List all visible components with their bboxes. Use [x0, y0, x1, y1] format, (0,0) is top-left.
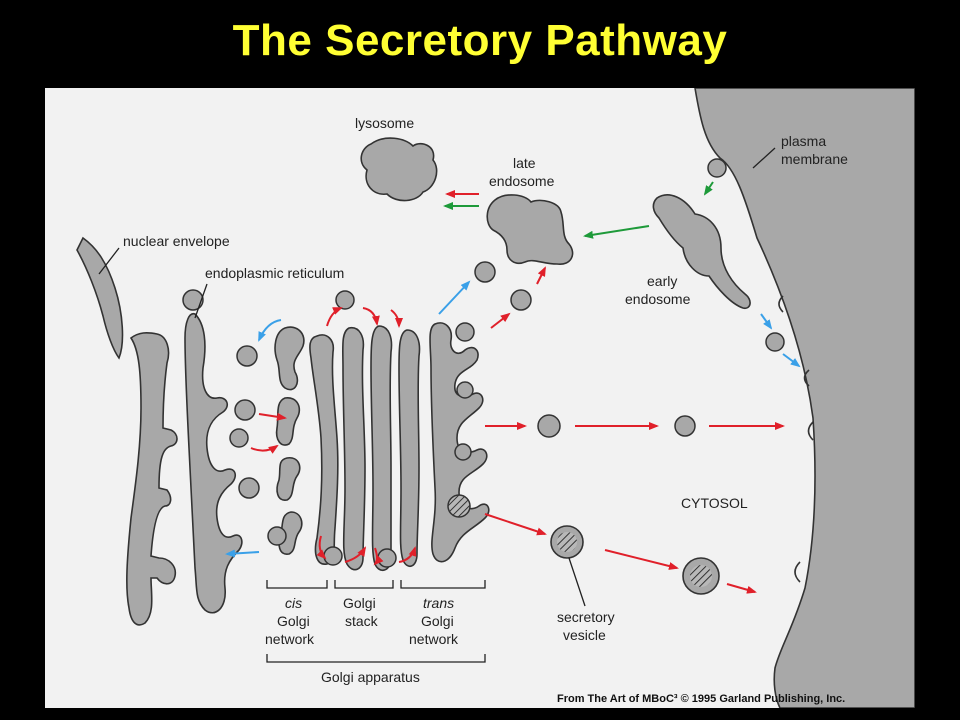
label-late-endosome-2: endosome [489, 173, 555, 189]
leader-er [194, 283, 208, 319]
credit-line: From The Art of MBoC³ © 1995 Garland Pub… [557, 693, 845, 705]
constitutive-vesicle-1 [537, 414, 561, 438]
label-stack-1: Golgi [343, 595, 376, 611]
arrow-golgi-bottom-3 [373, 547, 384, 566]
arrow-er-to-cis-1 [258, 412, 287, 421]
late-endosome [486, 194, 574, 265]
trans-golgi-dense-vesicle [447, 494, 471, 518]
plasma-membrane [694, 88, 915, 708]
label-er: endoplasmic reticulum [205, 265, 344, 281]
bracket-trans [400, 580, 486, 589]
golgi-trans-network [429, 322, 490, 563]
arrow-regulated-1 [484, 513, 547, 536]
arrow-regulated-3 [726, 583, 757, 594]
membrane-pit-top [778, 295, 784, 313]
label-stack-2: stack [345, 613, 379, 629]
label-early-endosome-1: early [647, 273, 677, 289]
arrow-trans-to-late-2 [536, 266, 546, 285]
label-cis-2: Golgi [277, 613, 310, 629]
constitutive-vesicle-2 [674, 415, 696, 437]
label-trans-2: Golgi [421, 613, 454, 629]
diagram-panel: lysosome late endosome plasma membrane n… [45, 88, 915, 708]
label-golgi-apparatus: Golgi apparatus [321, 669, 420, 685]
label-secretory-vesicle-2: vesicle [563, 627, 606, 643]
arrow-er-to-cis-2 [250, 444, 279, 454]
arrow-golgi-bottom-4 [398, 546, 417, 563]
label-trans-3: network [409, 631, 459, 647]
bracket-stack [334, 580, 394, 589]
leader-nuclear-envelope [98, 247, 120, 275]
membrane-pit-mid2 [807, 421, 814, 441]
secretory-vesicle-1 [550, 525, 584, 559]
arrow-golgi-top-right2 [390, 309, 403, 328]
label-trans-1: trans [423, 595, 454, 611]
golgi-stack [309, 325, 421, 571]
arrow-early-to-late [583, 225, 650, 239]
label-cytosol: CYTOSOL [681, 495, 748, 511]
golgi-bottom-vesicle-1 [323, 546, 343, 566]
arrow-regulated-2 [604, 549, 679, 570]
arrow-early-to-membrane-2 [782, 353, 801, 368]
bracket-cis [266, 580, 328, 589]
lysosome [360, 137, 438, 202]
label-plasma-membrane-2: membrane [781, 151, 848, 167]
arrow-early-to-membrane-1 [760, 313, 773, 330]
label-lysosome: lysosome [355, 115, 414, 131]
nuclear-envelope [76, 236, 124, 360]
arrow-cis-to-er-1 [258, 319, 282, 342]
arrow-membrane-to-early [703, 181, 714, 196]
vesicle-to-late-2 [510, 289, 532, 311]
endoplasmic-reticulum [126, 289, 260, 626]
leader-secretory-vesicle [568, 557, 586, 607]
golgi-cis-network [267, 326, 305, 555]
label-secretory-vesicle-1: secretory [557, 609, 615, 625]
vesicle-to-late-1 [474, 261, 496, 283]
golgi-top-vesicle [335, 290, 355, 310]
secretory-pathway-diagram: lysosome late endosome plasma membrane n… [76, 88, 915, 708]
arrow-golgi-top-right [362, 307, 380, 326]
membrane-pit-low [794, 561, 801, 583]
label-cis-3: network [265, 631, 315, 647]
leader-plasma-membrane [752, 147, 776, 169]
label-early-endosome-2: endosome [625, 291, 691, 307]
arrow-trans-to-late-1 [490, 312, 511, 329]
label-plasma-membrane-1: plasma [781, 133, 826, 149]
arrow-golgi-top-left [326, 307, 343, 327]
label-late-endosome-1: late [513, 155, 536, 171]
slide-title: The Secretory Pathway [232, 16, 728, 65]
membrane-vesicle-low [765, 332, 785, 352]
label-nuclear-envelope: nuclear envelope [123, 233, 230, 249]
bracket-golgi-apparatus [266, 654, 486, 663]
arrow-trans-to-early [438, 280, 471, 315]
arrow-cis-to-er-2 [225, 549, 260, 558]
arrow-golgi-bottom-2 [344, 546, 367, 563]
golgi-bottom-vesicle-2 [377, 548, 397, 568]
secretory-vesicle-2 [682, 557, 720, 595]
early-endosome [652, 158, 751, 310]
arrow-golgi-bottom-1 [316, 535, 327, 560]
label-cis-1: cis [285, 595, 302, 611]
membrane-pit-mid1 [803, 369, 810, 387]
